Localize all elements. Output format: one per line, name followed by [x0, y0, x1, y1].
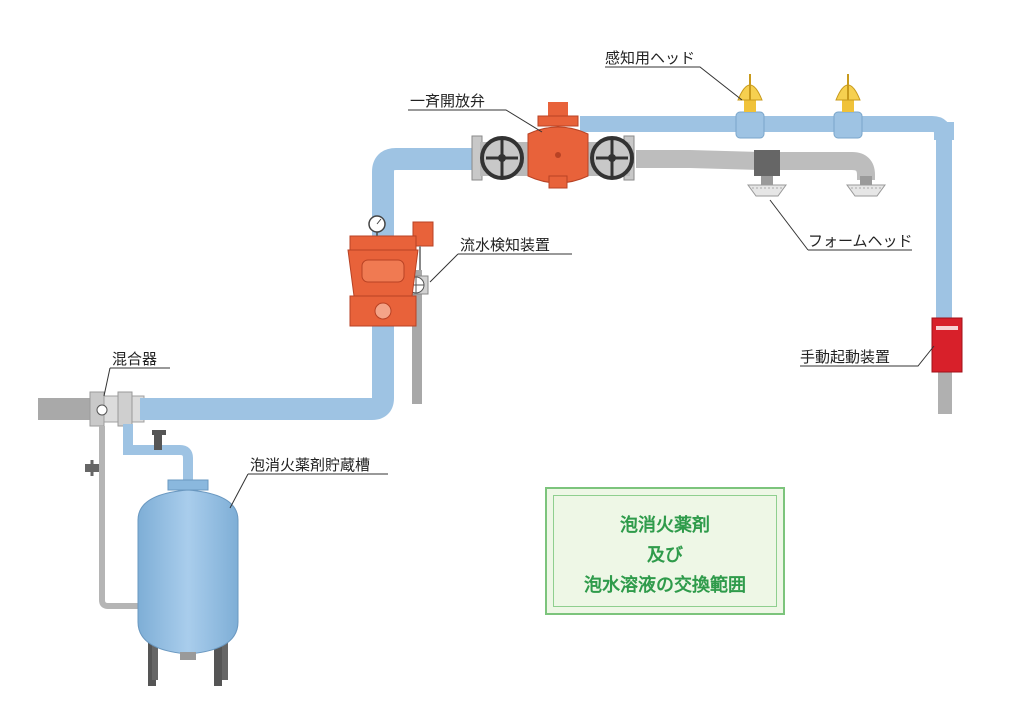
foam-head-1 [747, 176, 787, 197]
legend-line-2: 及び [647, 545, 683, 566]
heat-detector-head-2 [833, 74, 863, 139]
leader-lines [103, 66, 935, 509]
heat-detector-head-1 [735, 74, 765, 139]
label-manual-activator: 手動起動装置 [800, 348, 891, 366]
label-heat-detector-head: 感知用ヘッド [605, 49, 696, 67]
deluge-valve [471, 102, 635, 189]
inlet-pipe [38, 398, 100, 420]
tank-feed-pipe [123, 424, 193, 480]
label-storage-tank: 泡消火薬剤貯蔵槽 [250, 456, 371, 474]
label-foam-head: フォームヘッド [808, 232, 913, 250]
label-deluge-valve: 一斉開放弁 [410, 92, 486, 110]
foam-head-2 [846, 176, 886, 197]
legend-line-1: 泡消火薬剤 [620, 515, 710, 536]
legend-line-3: 泡水溶液の交換範囲 [584, 575, 746, 596]
label-flow-detector: 流水検知装置 [460, 236, 551, 254]
bypass-gray-pipe [99, 426, 142, 609]
foam-head-pipe [636, 150, 875, 180]
label-mixer: 混合器 [112, 350, 158, 368]
blue-main-pipe [140, 148, 480, 420]
manual-activator [931, 317, 963, 414]
storage-tank [137, 479, 239, 686]
replacement-scope-legend: 泡消火薬剤 及び 泡水溶液の交換範囲 [545, 487, 785, 615]
legend-inner-frame [553, 495, 777, 607]
flow-detector [347, 215, 434, 404]
mixer [89, 391, 145, 427]
